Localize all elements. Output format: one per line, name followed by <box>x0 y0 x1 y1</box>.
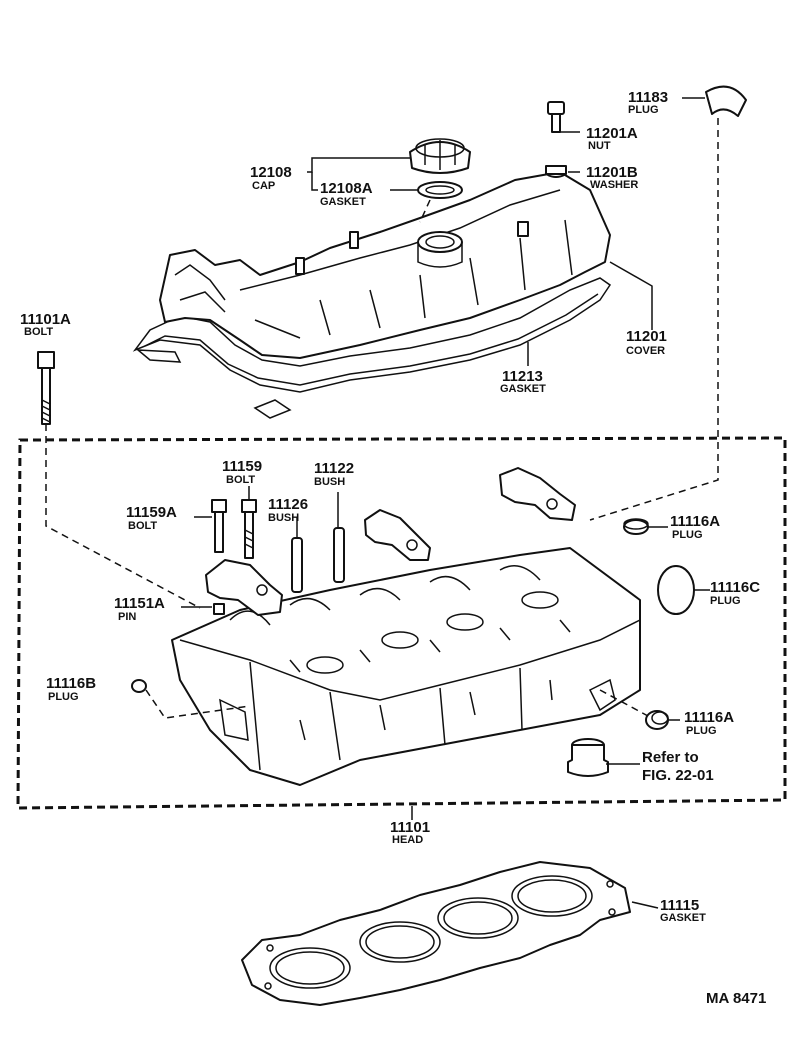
label-11201B-name: WASHER <box>590 179 638 191</box>
label-11116B-num: 11116B <box>46 675 96 692</box>
cap-bolt-11159-illustration <box>241 499 257 559</box>
label-11201A-name: NUT <box>588 140 611 152</box>
leader-lines <box>45 97 719 909</box>
head-bolt-illustration <box>37 351 55 425</box>
label-11159-num: 11159 <box>222 458 262 475</box>
label-11201A-num: 11201A <box>586 125 638 142</box>
label-12108-num: 12108 <box>250 164 292 181</box>
label-11151A-name: PIN <box>118 611 136 623</box>
reference-line-2: FIG. 22-01 <box>642 767 714 784</box>
label-11122-name: BUSH <box>314 476 345 488</box>
label-11122-num: 11122 <box>314 460 354 477</box>
label-11116A-bottom-num: 11116A <box>684 709 734 726</box>
label-11101A-name: BOLT <box>24 326 53 338</box>
label-11201B-num: 11201B <box>586 164 638 181</box>
label-11101-num: 11101 <box>390 819 430 836</box>
bush-11122-illustration <box>333 527 345 583</box>
label-11201-num: 11201 <box>626 328 667 345</box>
label-12108A-num: 12108A <box>320 180 373 197</box>
plug-11116A-top-illustration <box>623 518 649 535</box>
label-11116A-top-num: 11116A <box>670 513 720 530</box>
cylinder-head-illustration <box>171 547 641 786</box>
label-11126-name: BUSH <box>268 512 299 524</box>
label-11126-num: 11126 <box>268 496 308 513</box>
label-11159A-name: BOLT <box>128 520 157 532</box>
reference-line-1: Refer to <box>642 749 699 766</box>
plug-11116B-illustration <box>131 679 147 693</box>
label-11116A-top-name: PLUG <box>672 529 703 541</box>
cam-bearing-caps-illustration <box>205 467 576 616</box>
cap-bolt-11159A-illustration <box>211 499 227 553</box>
label-11151A-num: 11151A <box>114 595 165 612</box>
label-11213-name: GASKET <box>500 383 546 395</box>
referenced-fitting-illustration <box>567 738 609 777</box>
plug-11116C-illustration <box>657 565 695 615</box>
label-11101-name: HEAD <box>392 834 423 846</box>
label-11159A-num: 11159A <box>126 504 177 521</box>
oil-cap-illustration <box>409 138 471 174</box>
label-11116A-bottom-name: PLUG <box>686 725 717 737</box>
label-12108A-name: GASKET <box>320 196 366 208</box>
half-moon-plug-illustration <box>705 85 747 117</box>
label-11183-name: PLUG <box>628 104 659 116</box>
head-assembly-boundary <box>16 436 787 810</box>
bush-11126-illustration <box>291 537 303 593</box>
label-11116C-num: 11116C <box>710 579 760 596</box>
pin-illustration <box>213 603 225 615</box>
label-11183-num: 11183 <box>628 89 668 106</box>
label-11159-name: BOLT <box>226 474 255 486</box>
valve-cover-illustration <box>132 171 612 419</box>
label-11116B-name: PLUG <box>48 691 79 703</box>
head-gasket-illustration <box>241 861 631 1006</box>
washer-illustration <box>545 165 567 178</box>
label-11115-num: 11115 <box>660 897 699 914</box>
label-11116C-name: PLUG <box>710 595 741 607</box>
label-11101A-num: 11101A <box>20 311 71 328</box>
label-11201-name: COVER <box>626 345 665 357</box>
label-12108-name: CAP <box>252 180 275 192</box>
nut-illustration <box>547 101 565 133</box>
plug-11116A-bottom-illustration <box>645 710 669 730</box>
label-11115-name: GASKET <box>660 912 706 924</box>
diagram-code: MA 8471 <box>706 990 766 1007</box>
label-11213-num: 11213 <box>502 368 543 385</box>
cap-gasket-illustration <box>417 181 463 199</box>
